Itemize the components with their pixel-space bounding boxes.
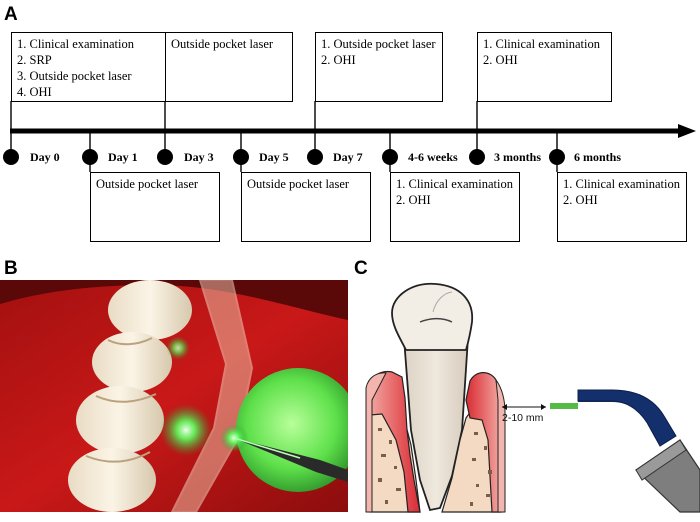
marker-6-months xyxy=(549,149,565,165)
laser-fiber xyxy=(234,438,348,482)
crown-groove xyxy=(419,317,453,323)
laser-glow-spot xyxy=(160,404,212,456)
crown-cusp xyxy=(432,291,453,313)
day-label-day5: Day 5 xyxy=(259,150,289,164)
box-line: 1. Outside pocket laser xyxy=(321,37,436,51)
laser-probe-body xyxy=(577,389,677,447)
tooth-root xyxy=(403,337,469,512)
box-line: 2. OHI xyxy=(396,193,431,207)
tooth-diagram-panel xyxy=(365,283,700,513)
panel-label-c: C xyxy=(354,258,368,279)
box-line: 4. OHI xyxy=(17,85,52,99)
box-line: Outside pocket laser xyxy=(171,37,274,51)
panel-label-a: A xyxy=(4,4,18,25)
teeth-row xyxy=(68,280,192,512)
gingiva-right-outer xyxy=(495,378,506,513)
panel-label-b: B xyxy=(4,258,18,279)
day-label-day7: Day 7 xyxy=(333,150,363,164)
laser-photo-illustration xyxy=(0,280,348,512)
tooth-crown xyxy=(391,283,473,351)
marker-day7 xyxy=(307,149,323,165)
box-line: 2. OHI xyxy=(483,53,518,67)
box-day1: Outside pocket laser xyxy=(90,172,220,242)
day-label-day0: Day 0 xyxy=(30,150,60,164)
marker-day3 xyxy=(157,149,173,165)
day-label-4-6-weeks: 4-6 weeks xyxy=(408,150,458,164)
box-line: 1. Clinical examination xyxy=(396,177,513,191)
box-4-6-weeks: 1. Clinical examination 2. OHI xyxy=(390,172,520,242)
retractor-shield xyxy=(170,280,254,512)
day-label-day3: Day 3 xyxy=(184,150,214,164)
box-line: 1. Clinical examination xyxy=(483,37,600,51)
box-day3: Outside pocket laser xyxy=(165,32,293,102)
day-label-6-months: 6 months xyxy=(574,150,622,164)
marker-day1 xyxy=(82,149,98,165)
distance-label: 2-10 mm xyxy=(502,412,544,424)
box-day5: Outside pocket laser xyxy=(241,172,371,242)
box-line: 2. OHI xyxy=(563,193,598,207)
day-label-3-months: 3 months xyxy=(494,150,542,164)
bone-trabeculae xyxy=(378,428,492,506)
day-label-day1: Day 1 xyxy=(108,150,138,164)
box-line: 3. Outside pocket laser xyxy=(17,69,132,83)
box-day0: 1. Clinical examination 2. SRP 3. Outsid… xyxy=(11,32,166,102)
gingiva-left-outer xyxy=(365,372,387,513)
box-line: 1. Clinical examination xyxy=(563,177,680,191)
marker-3-months xyxy=(469,149,485,165)
laser-handpiece xyxy=(635,439,700,513)
marker-day0 xyxy=(3,149,19,165)
distance-arrowhead-right xyxy=(541,404,546,410)
box-day7: 1. Outside pocket laser 2. OHI xyxy=(315,32,443,102)
box-6-months: 1. Clinical examination 2. OHI xyxy=(557,172,687,242)
laser-fiber-tip xyxy=(550,403,578,409)
box-line: Outside pocket laser xyxy=(247,177,350,191)
box-line: 1. Clinical examination xyxy=(17,37,134,51)
marker-day5 xyxy=(233,149,249,165)
box-3-months: 1. Clinical examination 2. OHI xyxy=(477,32,612,102)
distance-arrowhead-left xyxy=(502,404,507,410)
box-line: 2. OHI xyxy=(321,53,356,67)
timeline-arrowhead xyxy=(678,124,696,138)
timeline-panel xyxy=(3,101,696,172)
laser-photo xyxy=(0,280,348,512)
box-line: 2. SRP xyxy=(17,53,52,67)
marker-4-6-weeks xyxy=(382,149,398,165)
box-line: Outside pocket laser xyxy=(96,177,199,191)
